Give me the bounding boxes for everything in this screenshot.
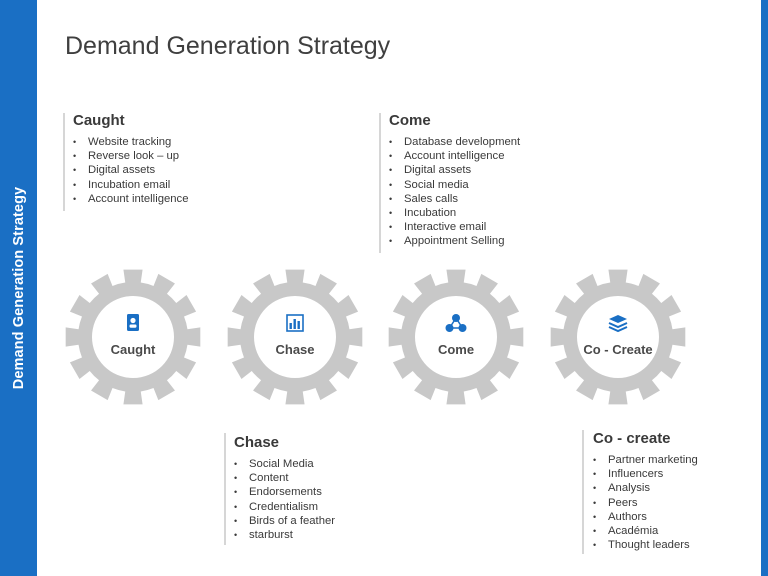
cocreate-divider bbox=[582, 430, 584, 554]
list-item: Birds of a feather bbox=[234, 514, 335, 528]
list-item: Interactive email bbox=[389, 220, 520, 234]
list-item: Credentialism bbox=[234, 500, 335, 514]
list-item: Account intelligence bbox=[73, 192, 188, 206]
id-card-icon bbox=[127, 314, 139, 331]
sidebar-title: Demand Generation Strategy bbox=[10, 186, 27, 390]
gear-cocreate: Co - Create bbox=[546, 265, 690, 409]
gear-shape bbox=[65, 269, 201, 405]
list-item: Incubation bbox=[389, 206, 520, 220]
chase-divider bbox=[224, 433, 226, 545]
come-block: Come Database development Account intell… bbox=[389, 112, 520, 249]
list-item: starburst bbox=[234, 528, 335, 542]
caught-divider bbox=[63, 113, 65, 211]
list-item: Appointment Selling bbox=[389, 234, 520, 248]
right-accent-stripe bbox=[761, 0, 768, 576]
network-icon bbox=[445, 314, 467, 332]
chase-list: Social Media Content Endorsements Creden… bbox=[234, 457, 335, 542]
list-item: Digital assets bbox=[389, 163, 520, 177]
list-item: Influencers bbox=[593, 467, 698, 481]
list-item: Sales calls bbox=[389, 192, 520, 206]
list-item: Website tracking bbox=[73, 135, 188, 149]
gear-label: Come bbox=[437, 342, 475, 357]
cocreate-block: Co - create Partner marketing Influencer… bbox=[593, 430, 698, 553]
list-item: Database development bbox=[389, 135, 520, 149]
gear-ring bbox=[550, 269, 686, 405]
bar-chart-icon bbox=[286, 314, 304, 332]
come-list: Database development Account intelligenc… bbox=[389, 135, 520, 249]
chase-block: Chase Social Media Content Endorsements … bbox=[234, 434, 335, 542]
list-item: Content bbox=[234, 471, 335, 485]
list-item: Authors bbox=[593, 510, 698, 524]
caught-block: Caught Website tracking Reverse look – u… bbox=[73, 112, 188, 206]
gear-label: Co - Create bbox=[583, 342, 653, 357]
list-item: Social Media bbox=[234, 457, 335, 471]
gear-shape bbox=[388, 269, 524, 405]
list-item: Endorsements bbox=[234, 485, 335, 499]
list-item: Académia bbox=[593, 524, 698, 538]
chase-heading: Chase bbox=[234, 434, 280, 451]
gear-ring bbox=[65, 269, 201, 405]
stack-icon bbox=[608, 315, 628, 333]
list-item: Partner marketing bbox=[593, 453, 698, 467]
list-item: Digital assets bbox=[73, 163, 188, 177]
list-item: Account intelligence bbox=[389, 149, 520, 163]
list-item: Reverse look – up bbox=[73, 149, 188, 163]
caught-list: Website tracking Reverse look – up Digit… bbox=[73, 135, 188, 206]
gear-shape bbox=[227, 269, 363, 405]
gear-ring bbox=[227, 269, 363, 405]
list-item: Incubation email bbox=[73, 178, 188, 192]
list-item: Social media bbox=[389, 178, 520, 192]
come-heading: Come bbox=[389, 112, 431, 129]
gear-label: Caught bbox=[110, 342, 156, 357]
gear-chase: Chase bbox=[223, 265, 367, 409]
caught-heading: Caught bbox=[73, 112, 125, 129]
list-item: Peers bbox=[593, 496, 698, 510]
gear-caught: Caught bbox=[61, 265, 205, 409]
page-title: Demand Generation Strategy bbox=[65, 32, 391, 60]
gear-ring bbox=[388, 269, 524, 405]
cocreate-list: Partner marketing Influencers Analysis P… bbox=[593, 453, 698, 553]
list-item: Analysis bbox=[593, 481, 698, 495]
gear-label: Chase bbox=[275, 342, 315, 357]
sidebar-bar: Demand Generation Strategy bbox=[0, 0, 37, 576]
list-item: Thought leaders bbox=[593, 538, 698, 552]
gear-shape bbox=[550, 269, 686, 405]
cocreate-heading: Co - create bbox=[593, 430, 671, 447]
come-divider bbox=[379, 113, 381, 253]
gear-come: Come bbox=[384, 265, 528, 409]
